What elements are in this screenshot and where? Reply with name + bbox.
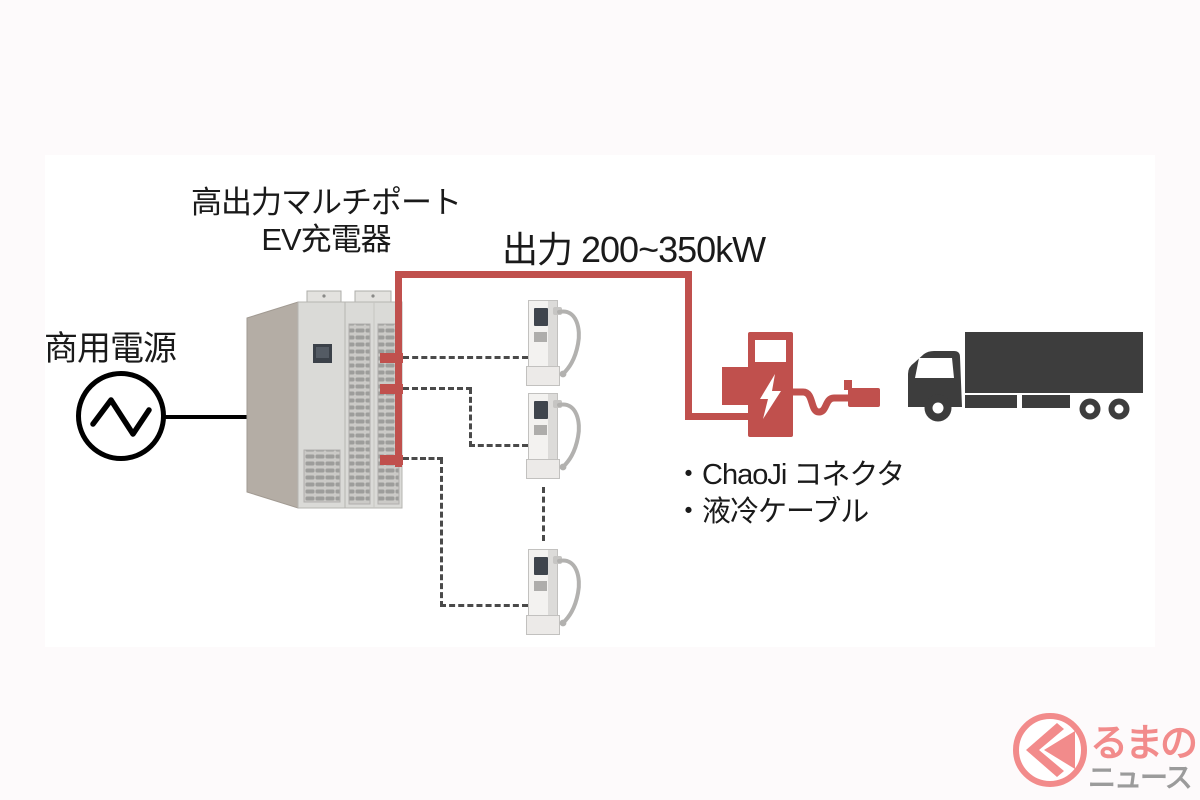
output-line-to-station <box>685 413 753 420</box>
logo-text-secondary: ニュース <box>1088 762 1193 793</box>
charger-title-line2: EV充電器 <box>261 222 391 257</box>
output-line-top <box>395 271 692 278</box>
dispenser-base <box>526 615 560 635</box>
dispenser-link-3-a <box>403 457 443 460</box>
dispenser-cable-icon <box>553 400 581 471</box>
bus-tap-1 <box>380 353 403 363</box>
dispenser-screen <box>534 308 548 326</box>
lightning-bolt-icon <box>760 374 781 419</box>
charger-title: 高出力マルチポート EV充電器 <box>180 184 472 258</box>
dispenser-link-2-b <box>469 388 472 447</box>
dispenser-base <box>526 459 560 479</box>
power-source-label: 商用電源 <box>44 330 177 368</box>
bullet-connector: ・ChaoJi コネクタ <box>674 459 905 491</box>
continuation-dots <box>542 487 545 541</box>
charger-title-line1: 高出力マルチポート <box>191 185 462 220</box>
dispenser-link-2-a <box>403 387 472 390</box>
charging-dispenser-icon-3 <box>526 549 585 637</box>
dispenser-link-3-b <box>440 458 443 607</box>
output-rating-label: 出力 200~350kW <box>502 229 766 270</box>
dispenser-cable-icon <box>553 556 581 627</box>
bus-tap-2 <box>380 384 403 394</box>
charging-dispenser-icon-1 <box>526 300 585 388</box>
dispenser-cable-icon <box>553 307 581 378</box>
dispenser-link-1 <box>403 356 528 359</box>
dispenser-outlet <box>534 581 547 591</box>
ev-charger-cabinet-icon <box>246 290 403 509</box>
ac-source-symbol <box>76 371 166 461</box>
output-line-drop <box>685 271 692 420</box>
kuruma-no-news-logo-icon <box>1013 713 1087 787</box>
dispenser-base <box>526 366 560 386</box>
logo-text-primary: るまの <box>1090 723 1198 765</box>
dispenser-screen <box>534 557 548 575</box>
truck-icon <box>908 332 1143 422</box>
charging-station-icon <box>722 332 880 437</box>
bullet-cable: ・液冷ケーブル <box>674 496 869 528</box>
charging-dispenser-icon-2 <box>526 393 585 481</box>
output-line-cabinet-bus <box>395 271 402 467</box>
ac-supply-wire <box>164 415 252 419</box>
ac-sine-wave-icon <box>90 397 152 437</box>
dispenser-link-2-c <box>469 444 528 447</box>
dispenser-link-3-c <box>440 604 528 607</box>
dispenser-screen <box>534 401 548 419</box>
dispenser-outlet <box>534 425 547 435</box>
bus-tap-3 <box>380 455 403 465</box>
dispenser-outlet <box>534 332 547 342</box>
